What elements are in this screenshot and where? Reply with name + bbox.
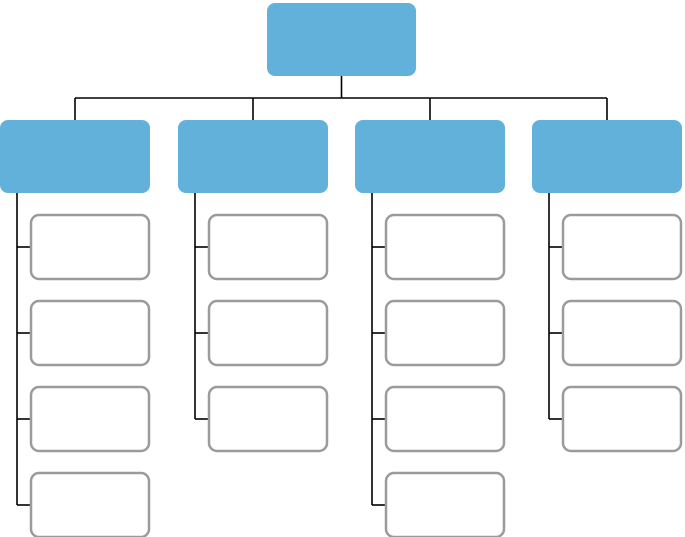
- branch-node-4: [532, 120, 682, 193]
- branch-2-child-node-1-shape: [207, 213, 329, 281]
- branch-3-child-node-4: [384, 471, 506, 537]
- root-node: [267, 3, 416, 76]
- branch-node-2: [178, 120, 328, 193]
- branch-node-1: [0, 120, 150, 193]
- branch-3-child-node-2-shape: [384, 299, 506, 367]
- branch-4-child-node-1: [561, 213, 683, 281]
- branch-2-child-node-2-shape: [207, 299, 329, 367]
- branch-4-child-node-3-shape: [561, 385, 683, 453]
- branch-2-child-node-3: [207, 385, 329, 453]
- node-layer: [0, 3, 683, 537]
- root-node-shape: [267, 3, 416, 76]
- branch-3-child-node-2: [384, 299, 506, 367]
- branch-node-2-shape: [178, 120, 328, 193]
- branch-1-child-node-1: [29, 213, 151, 281]
- branch-1-child-node-2: [29, 299, 151, 367]
- branch-3-child-node-1-shape: [384, 213, 506, 281]
- branch-4-child-node-1-shape: [561, 213, 683, 281]
- branch-2-child-node-3-shape: [207, 385, 329, 453]
- branch-1-child-node-4-shape: [29, 471, 151, 537]
- branch-3-child-node-1: [384, 213, 506, 281]
- branch-1-child-node-3: [29, 385, 151, 453]
- branch-node-3: [355, 120, 505, 193]
- branch-1-child-node-1-shape: [29, 213, 151, 281]
- branch-node-4-shape: [532, 120, 682, 193]
- branch-4-child-node-3: [561, 385, 683, 453]
- branch-2-child-node-1: [207, 213, 329, 281]
- branch-2-child-node-2: [207, 299, 329, 367]
- branch-1-child-node-3-shape: [29, 385, 151, 453]
- branch-3-child-node-3: [384, 385, 506, 453]
- branch-3-child-node-4-shape: [384, 471, 506, 537]
- connector-layer: [16, 76, 608, 506]
- branch-1-child-node-2-shape: [29, 299, 151, 367]
- branch-node-3-shape: [355, 120, 505, 193]
- branch-1-child-node-4: [29, 471, 151, 537]
- branch-3-child-node-3-shape: [384, 385, 506, 453]
- branch-4-child-node-2-shape: [561, 299, 683, 367]
- branch-4-child-node-2: [561, 299, 683, 367]
- branch-node-1-shape: [0, 120, 150, 193]
